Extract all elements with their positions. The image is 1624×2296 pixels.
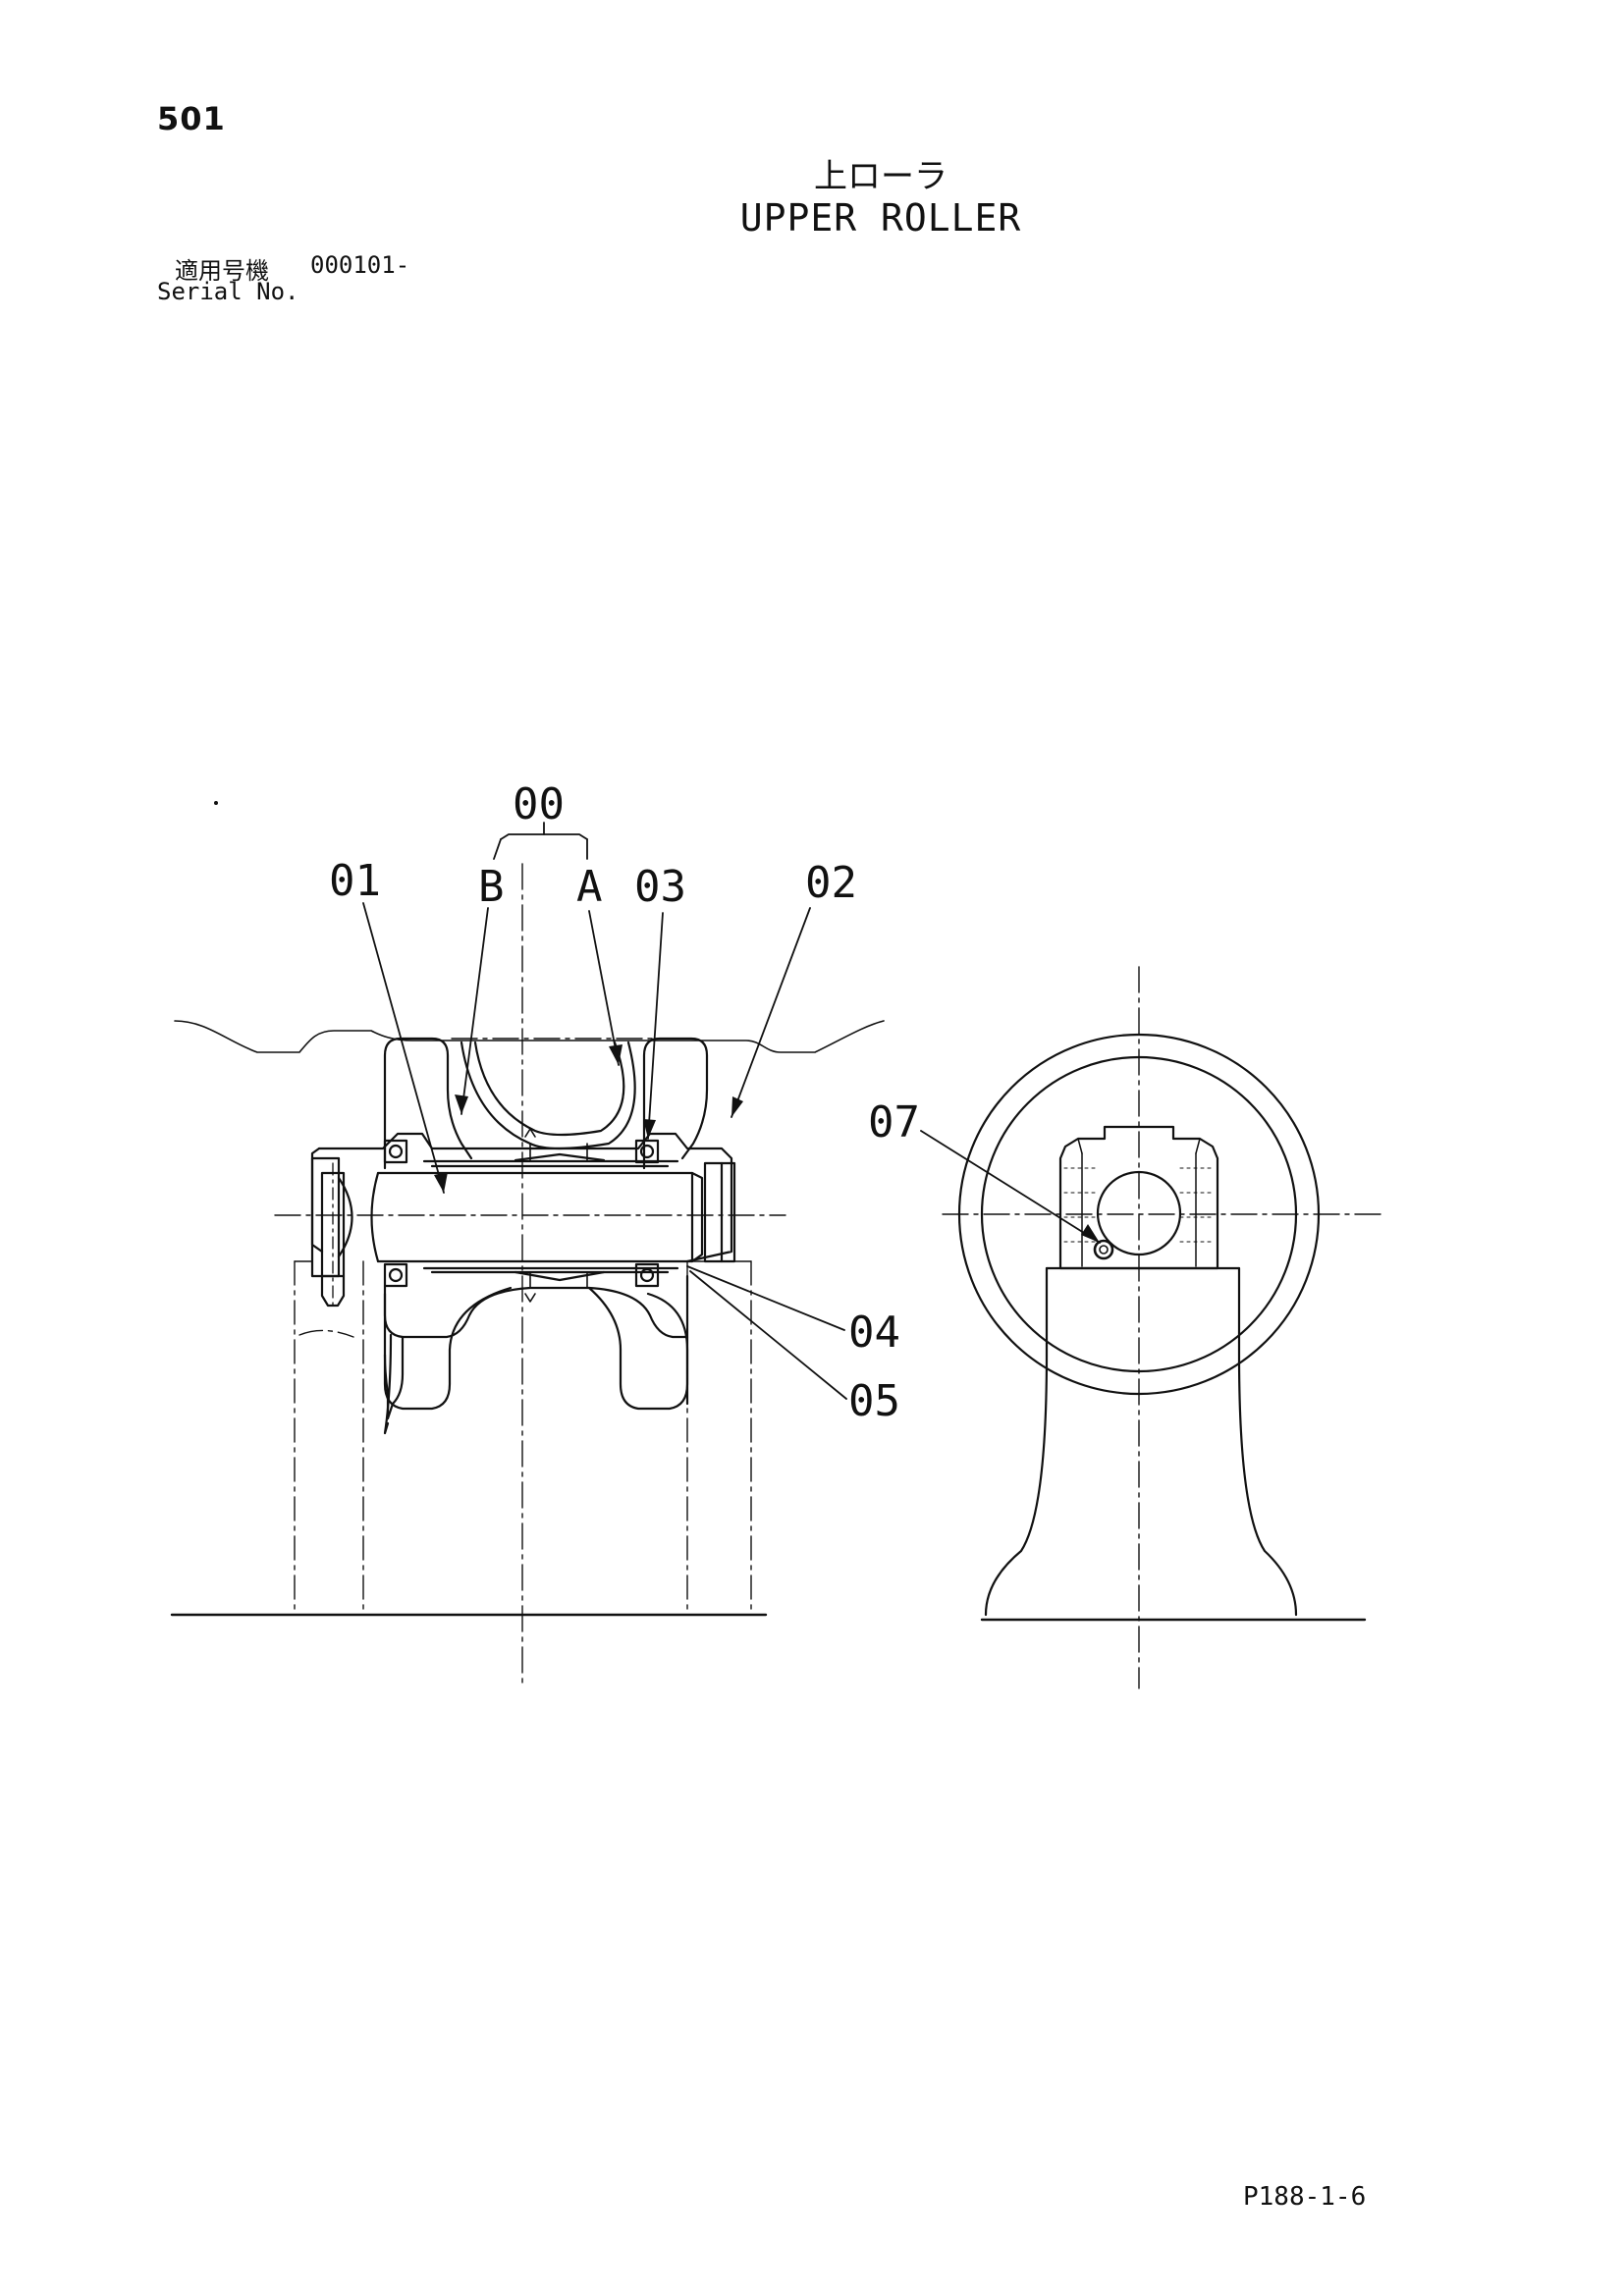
callout-02: 02 [805, 858, 857, 908]
title-japanese: 上ローラ [814, 157, 947, 196]
serial-label-japanese: 適用号機 [175, 257, 269, 285]
callout-a: A [576, 862, 603, 912]
callout-05: 05 [848, 1376, 900, 1426]
callout-03: 03 [634, 862, 686, 912]
serial-value: 000101- [310, 251, 410, 279]
callout-b: B [478, 862, 505, 912]
end-view [942, 966, 1385, 1689]
callout-04: 04 [848, 1308, 900, 1358]
callout-labels: 00 01 B A 03 02 07 04 05 [329, 779, 920, 1426]
stray-mark [214, 801, 218, 805]
serial-label-english: Serial No. [157, 278, 299, 305]
callout-01: 01 [329, 856, 381, 906]
title-english: UPPER ROLLER [739, 196, 1022, 240]
drawing-reference-code: P188-1-6 [1243, 2182, 1367, 2212]
leader-lines [362, 822, 1101, 1400]
leader-arrows [434, 1044, 1100, 1243]
side-section-view [170, 863, 885, 1689]
page-number: 501 [157, 100, 226, 137]
callout-00: 00 [513, 779, 565, 829]
callout-07: 07 [868, 1097, 920, 1148]
